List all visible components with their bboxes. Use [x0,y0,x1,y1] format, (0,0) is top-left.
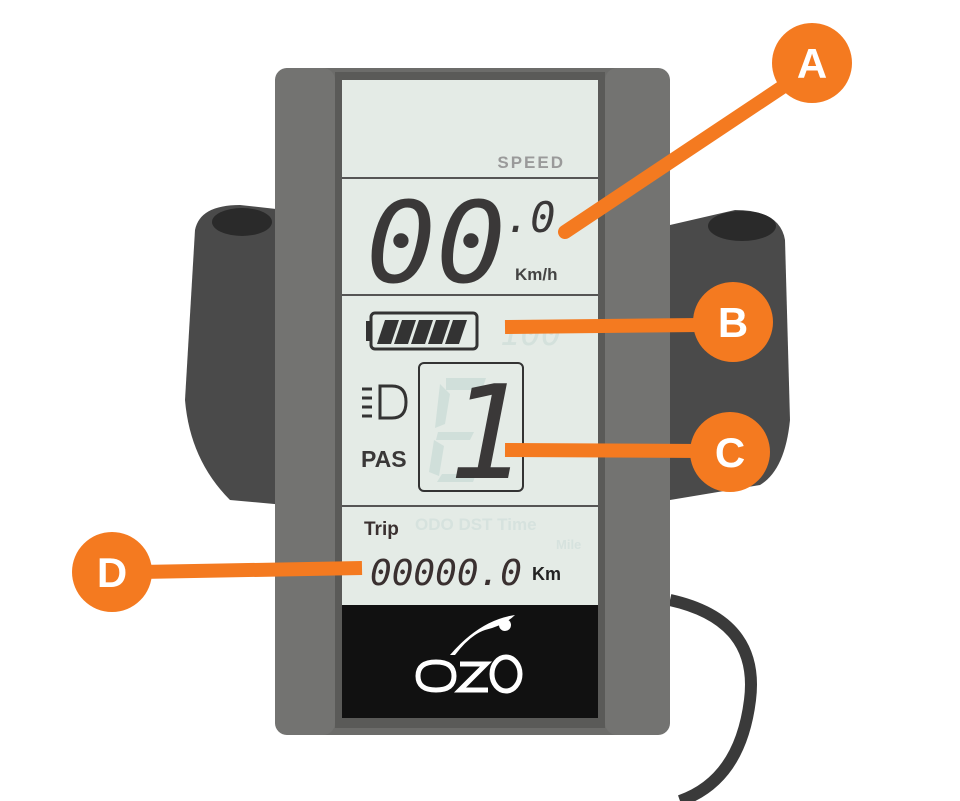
speed-unit: Km/h [515,265,558,284]
trip-unit: Km [532,564,561,584]
speed-value: 00 [366,179,506,309]
speed-label: SPEED [497,153,565,172]
speed-decimal: .0 [505,193,556,242]
ghost-unit: Mile [556,537,581,552]
callout-a: A [558,23,852,239]
callout-b: B [504,282,773,362]
svg-text:D: D [97,549,127,596]
svg-text:B: B [718,299,748,346]
mount-left [185,205,285,505]
svg-text:A: A [797,40,827,87]
ozo-logo [415,615,523,694]
callout-c: C [504,412,770,492]
svg-text:C: C [715,429,745,476]
battery-icon [366,311,479,351]
pas-level: 1 [448,357,526,509]
ghost-modes: ODO DST Time [415,515,537,534]
callout-d: D [72,532,363,612]
pas-level-box [418,362,524,492]
trip-value: 00000.0 [370,553,522,594]
trip-label: Trip [364,519,399,540]
cable [668,594,757,801]
headlight-icon [362,384,408,420]
pas-label: PAS [361,446,407,472]
pas-ghost-segments [429,378,486,482]
